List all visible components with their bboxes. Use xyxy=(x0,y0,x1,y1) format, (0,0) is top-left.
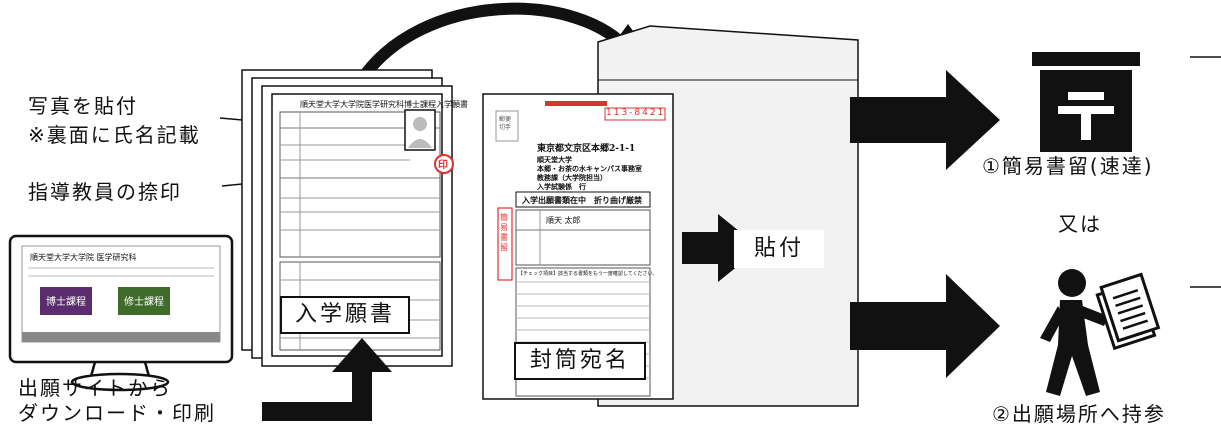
or-label: 又は xyxy=(1058,212,1102,236)
download-line-2: ダウンロード・印刷 xyxy=(18,401,216,425)
monitor-button-doctoral: 博士課程 xyxy=(46,297,86,308)
monitor-button-master: 修士課程 xyxy=(124,297,164,308)
sender-name: 順天 太郎 xyxy=(546,216,581,225)
envelope-label-caption: 封筒宛名 xyxy=(514,342,646,380)
recipient-line-1: 順天堂大学 xyxy=(537,155,572,164)
checklist-title: 【チェック項目】該当する書類をもう一度確認してください。 xyxy=(518,271,658,277)
recipient-line-4: 入学試験係 行 xyxy=(537,182,586,191)
walking-person-icon xyxy=(1040,269,1161,396)
recipient-line-3: 教務課（大学院担当） xyxy=(537,173,607,182)
envelope-recipient: 順天堂大学 本郷・お茶の水キャンパス事務室 教務課（大学院担当） 入学試験係 行 xyxy=(537,155,642,191)
photo-back-note: ※裏面に氏名記載 xyxy=(28,123,201,147)
monitor-site-title: 順天堂大学大学院 医学研究科 xyxy=(30,253,137,262)
option-registered-mail: ①簡易書留(速達) xyxy=(982,154,1154,178)
mail-arrow xyxy=(850,70,1000,170)
photo-instruction: 写真を貼付 xyxy=(28,94,138,118)
attach-arrow xyxy=(682,214,760,282)
attach-label: 貼付 xyxy=(734,230,824,268)
stamp-label-2: 切手 xyxy=(499,124,512,131)
deliver-arrow xyxy=(850,274,1000,378)
option-deliver: ②出願場所へ持参 xyxy=(992,402,1166,426)
stamp-area: 郵便 切手 xyxy=(499,116,511,132)
envelope-address: 東京都文京区本郷2-1-1 xyxy=(537,144,636,154)
form-title: 順天堂大学大学院医学研究科博士課程入学願書 xyxy=(300,100,468,109)
stamp-label-1: 郵便 xyxy=(499,116,512,123)
curved-arrow xyxy=(354,2,635,86)
recipient-line-2: 本郷・お茶の水キャンパス事務室 xyxy=(537,164,642,173)
download-line-1: 出願サイトから xyxy=(18,376,172,400)
seal-circle xyxy=(434,154,454,174)
envelope-postal-code: 113-8421 xyxy=(606,108,666,118)
upward-arrow xyxy=(262,338,392,421)
application-form-label: 入学願書 xyxy=(280,296,410,334)
seal-mark: 印 xyxy=(438,160,448,171)
envelope-notice: 入学出願書類在中 折り曲げ厳禁 xyxy=(522,196,642,205)
monitor-button-doctoral-bg xyxy=(40,287,92,315)
seal-instruction: 指導教員の捺印 xyxy=(28,180,182,204)
registered-mail-mark: 簡易書留 xyxy=(500,213,508,252)
monitor-button-master-bg xyxy=(118,287,170,315)
post-mark-icon xyxy=(1032,52,1140,152)
